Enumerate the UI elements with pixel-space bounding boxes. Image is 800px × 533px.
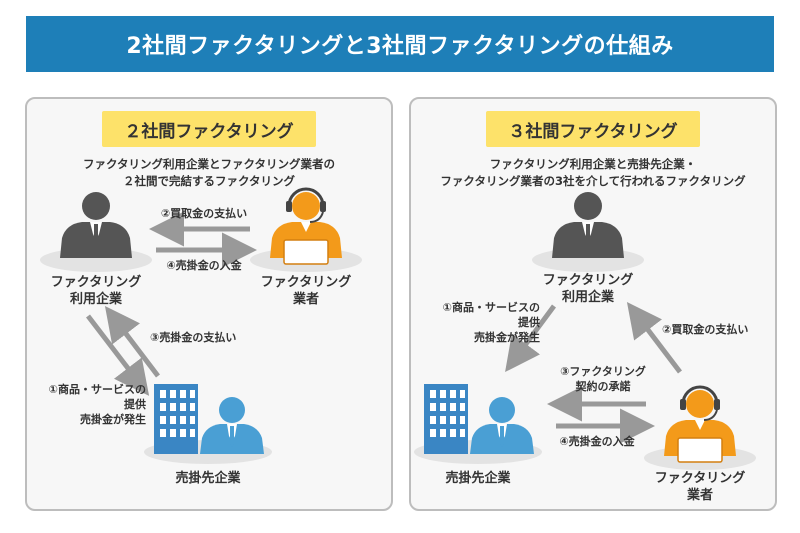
user-company-label-3p: ファクタリング 利用企業 (542, 273, 634, 305)
three-party-description: ファクタリング利用企業と売掛先企業・ ファクタリング業者の3社を介して行われるフ… (440, 157, 746, 188)
goods-services-label-3p: ①商品・サービスの 提供 売掛金が発生 (442, 301, 540, 344)
seller-person-icon (200, 397, 264, 454)
arrow-goods-services-3p (505, 304, 557, 373)
goods-services-label: ①商品・サービスの 提供 売掛金が発生 (48, 383, 146, 426)
seller-person-icon-3p (470, 397, 534, 454)
user-company-person-icon-3p (532, 192, 644, 272)
factor-label: ファクタリング 業者 (260, 275, 352, 307)
factor-label-3p: ファクタリング 業者 (654, 471, 746, 503)
receivable-payment-label: ③売掛金の支払い (150, 331, 237, 344)
two-party-description: ファクタリング利用企業とファクタリング業者の ２社間で完結するファクタリング (82, 157, 336, 188)
two-party-badge: ２社間ファクタリング (102, 111, 316, 147)
receivable-deposit-label: ④売掛金の入金 (166, 259, 242, 272)
arrow-receivable-payment (104, 306, 160, 378)
seller-building-icon (154, 384, 198, 454)
user-company-person-icon (40, 192, 152, 272)
three-party-badge: ３社間ファクタリング (486, 111, 700, 147)
factor-operator-icon (248, 187, 364, 274)
receivable-deposit-label-3p: ④売掛金の入金 (559, 435, 635, 448)
seller-building-icon-3p (424, 384, 468, 454)
seller-label-3p: 売掛先企業 (445, 471, 511, 486)
arrow-goods-services (86, 314, 150, 396)
arrow-purchase-payment-3p (626, 302, 682, 374)
factoring-contract-label-3p: ③ファクタリング 契約の承諾 (560, 365, 646, 393)
purchase-payment-label-3p: ②買取金の支払い (662, 323, 749, 336)
purchase-payment-label: ②買取金の支払い (160, 207, 248, 220)
user-company-label: ファクタリング 利用企業 (50, 275, 142, 307)
seller-label: 売掛先企業 (175, 471, 241, 486)
page-title: 2社間ファクタリングと3社間ファクタリングの仕組み (26, 16, 774, 72)
factor-operator-icon-3p (642, 385, 758, 472)
